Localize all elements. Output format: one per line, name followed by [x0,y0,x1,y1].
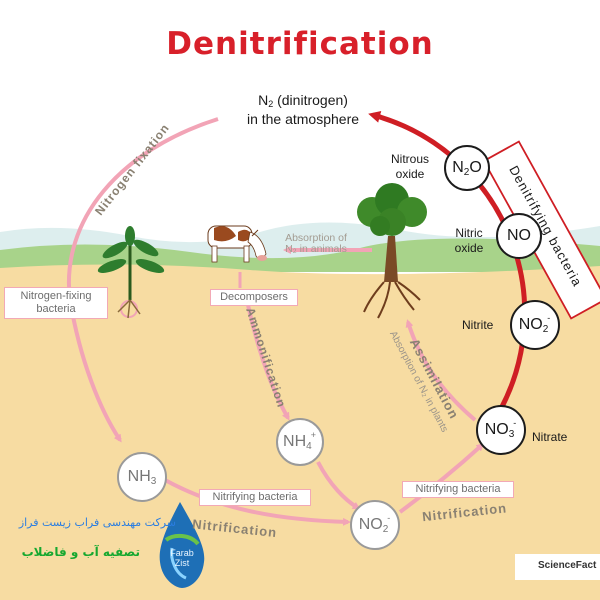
absorption-animals-label: Absorption of N₂ in animals [285,232,347,255]
page-title: Denitrification [166,26,434,62]
no3-label: Nitrate [532,430,568,444]
nitrogen-fixing-bacteria-box: Nitrogen-fixing bacteria [4,287,108,319]
plant-illustration [97,226,165,319]
arrow-assimilation [405,319,477,422]
sciencefact-logo-text: ScienceFact [538,560,597,571]
farab-drop-logo [159,502,205,588]
nitrogen-fixation-arc [66,117,219,443]
n2o-label: Nitrous oxide [390,152,429,181]
arrow-nh4-to-no2 [316,461,361,510]
nitrifying-bacteria-box-2: Nitrifying bacteria [402,481,514,498]
watermark-company-text: شرکت مهندسی فراب زیست فراز [18,516,176,529]
arrow-decomposers-to-nh4 [246,304,290,421]
cow-illustration [207,225,267,263]
arrow-no2-to-no3 [398,442,485,514]
sciencefact-logo-box [515,554,600,580]
nitrifying-bacteria-box-1: Nitrifying bacteria [199,489,311,506]
watermark-service-text: تصفیه آب و فاضلاب [21,545,140,559]
decomposers-box: Decomposers [210,289,298,306]
no2-label: Nitrite [462,318,494,332]
no-circle: NO [496,213,542,259]
watermark-logo-text: Farab Zist [170,548,194,568]
tree-illustration [357,183,427,319]
no-label: Nitric oxide [454,226,484,255]
atmosphere-label: N2 (dinitrogen) in the atmosphere [246,92,360,127]
arrow-nh3-to-no2 [164,478,351,526]
